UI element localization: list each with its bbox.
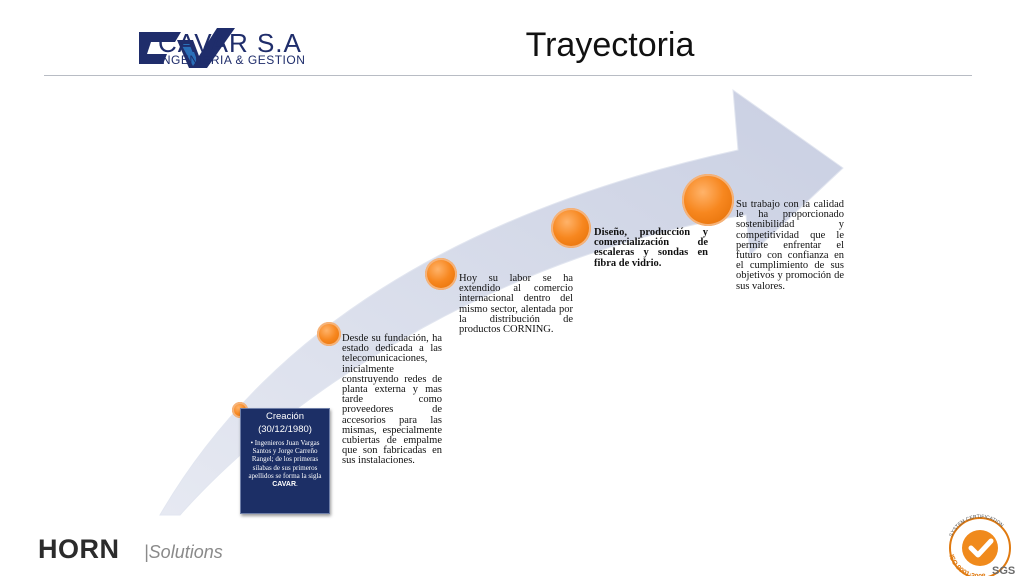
milestone-creation-date: (30/12/1980) [258,424,312,435]
cavar-logo-mark [139,28,235,68]
milestone-2-text: Desde su fundación, ha estado dedicada a… [342,333,442,467]
milestone-creation-box: Creación (30/12/1980) • Ingenieros Juan … [240,408,330,514]
milestone-creation-text: • Ingenieros Juan Vargas Santos y Jorge … [248,439,322,489]
milestone-dot-2 [317,322,341,346]
milestone-dot-5 [682,174,734,226]
milestone-dot-4 [551,208,591,248]
company-subtitle: INGENIERIA & GESTION [158,53,306,67]
page-title: Trayectoria [525,26,695,64]
header-divider [44,75,972,76]
milestone-dot-3 [425,258,457,290]
horn-logo: HORN [38,534,120,564]
milestone-5-text: Su trabajo con la calidad le ha proporci… [736,199,844,292]
milestone-3-text: Hoy su labor se ha extendido al comercio… [459,273,573,336]
seal-sgs-mark: SGS [992,565,1015,576]
company-name: CAVAR S.A [158,28,302,58]
milestone-creation-title: Creación [265,411,305,422]
check-seal-icon: SYSTEM CERTIFICATION ISO 9001:2008 SGS [947,514,1015,576]
milestone-4-text: Diseño, producción y comercialización de… [594,227,708,269]
horn-solutions-text: |Solutions [144,542,223,562]
